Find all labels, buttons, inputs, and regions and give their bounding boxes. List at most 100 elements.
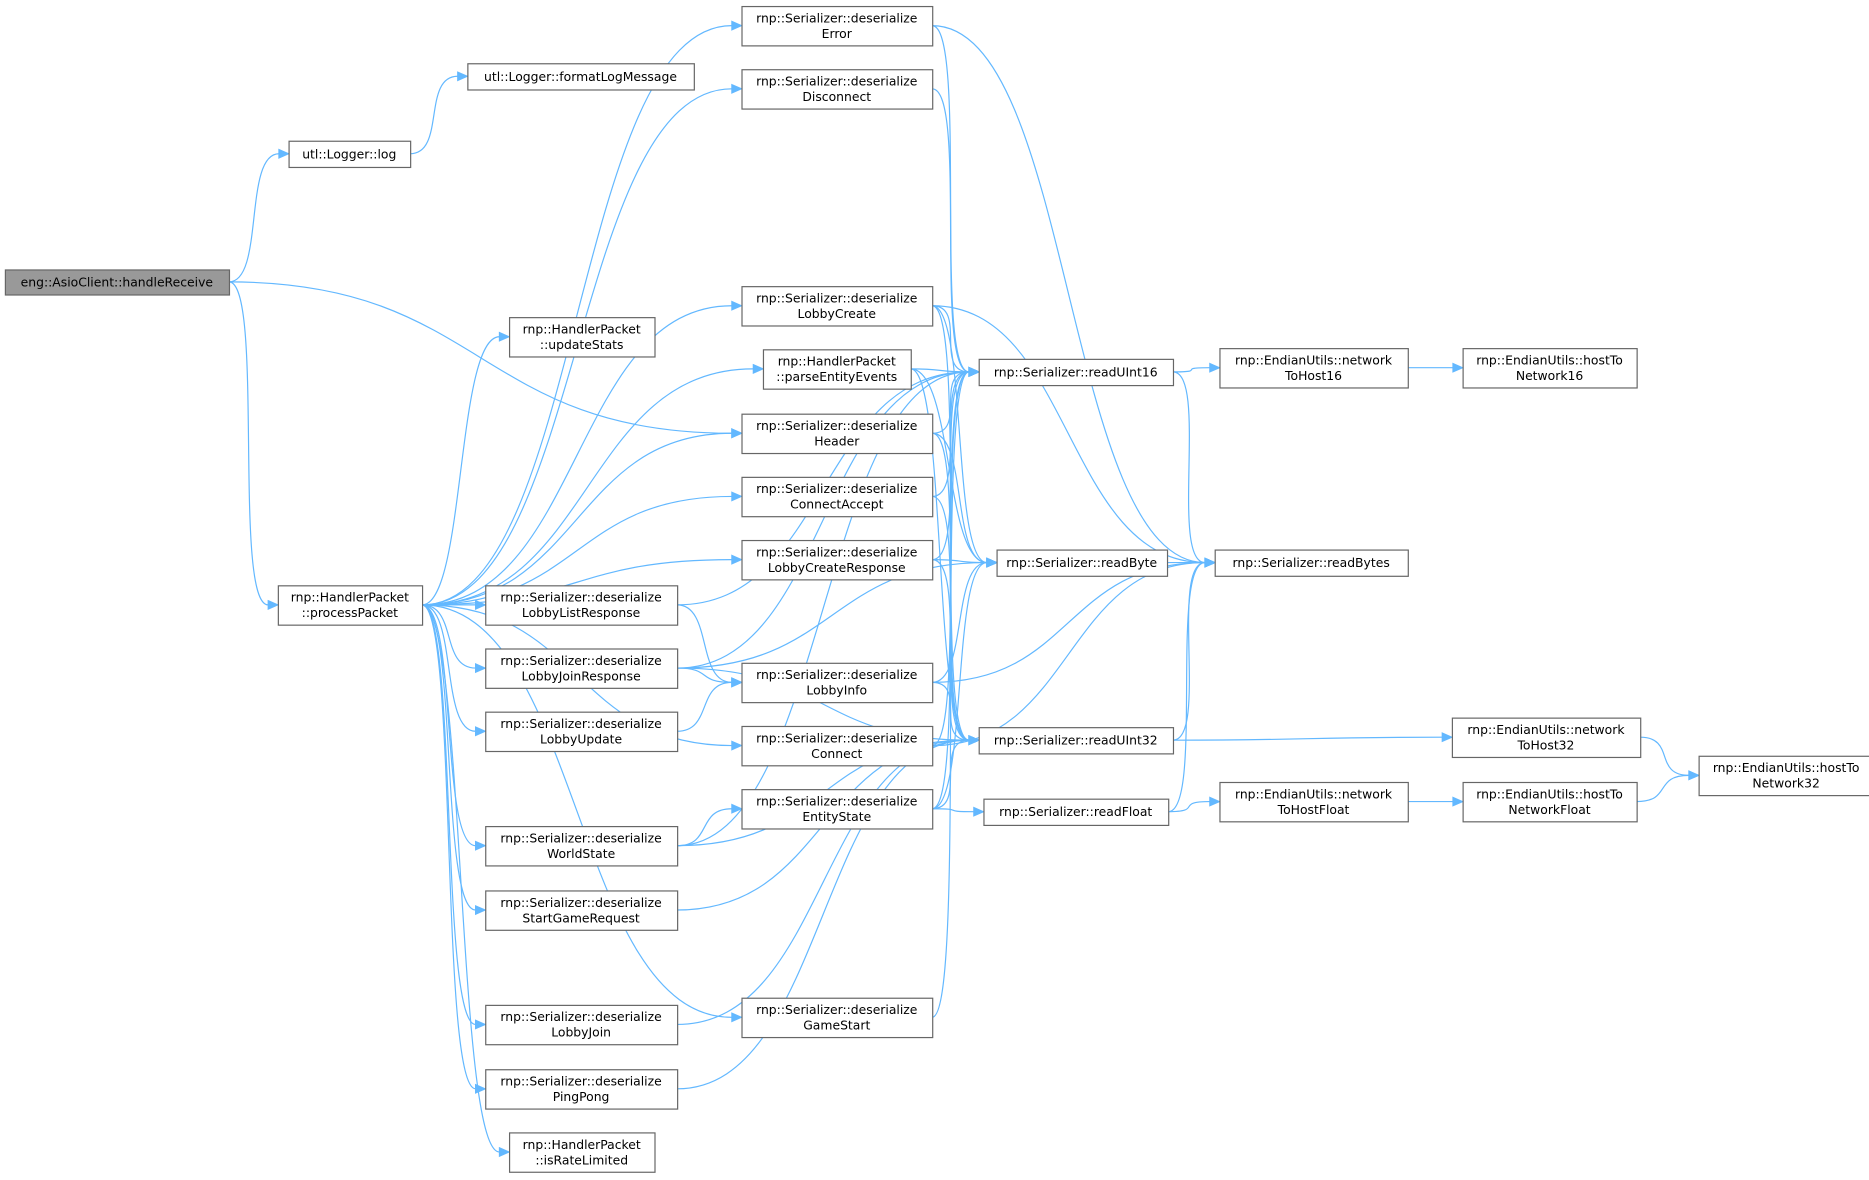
arrowhead-icon: [1452, 796, 1465, 807]
node-label: utl::Logger::formatLogMessage: [484, 69, 677, 84]
node-process-packet[interactable]: rnp::HandlerPacket::processPacket: [277, 585, 424, 626]
edge-d-disconnect-to-read-uint16: [931, 88, 981, 377]
node-label: ConnectAccept: [790, 497, 883, 512]
arrowhead-icon: [1209, 362, 1221, 373]
edge-process-packet-to-d-error: [421, 20, 743, 606]
node-label: WorldState: [547, 846, 615, 861]
arrowhead-icon: [1204, 557, 1217, 568]
node-label: NetworkFloat: [1508, 802, 1590, 817]
node-format-log-message[interactable]: utl::Logger::formatLogMessage: [467, 63, 695, 91]
node-label: LobbyCreate: [798, 306, 876, 321]
node-read-bytes[interactable]: rnp::Serializer::readBytes: [1214, 549, 1409, 577]
node-handle-receive[interactable]: eng::AsioClient::handleReceive: [4, 269, 231, 296]
nodes: eng::AsioClient::handleReceive utl::Logge…: [4, 5, 1869, 1173]
node-update-stats[interactable]: rnp::HandlerPacket::updateStats: [508, 317, 656, 358]
node-is-rate-limited[interactable]: rnp::HandlerPacket::isRateLimited: [508, 1132, 656, 1173]
node-label: Network32: [1752, 776, 1819, 791]
node-label: ::parseEntityEvents: [776, 369, 897, 384]
edge-n2h-float-to-h2n-float: [1407, 796, 1465, 807]
node-label: rnp::Serializer::readUInt16: [994, 364, 1158, 379]
node-label: StartGameRequest: [522, 910, 639, 925]
node-d-connect-accept[interactable]: rnp::Serializer::deserializeConnectAccep…: [741, 476, 934, 518]
node-label: LobbyCreateResponse: [768, 560, 906, 575]
arrowhead-icon: [457, 71, 469, 82]
edge-read-float-to-n2h-float: [1168, 796, 1221, 813]
edge-process-packet-to-update-stats: [421, 331, 511, 606]
node-log[interactable]: utl::Logger::log: [288, 140, 412, 169]
edge-read-uint32-to-n2h32: [1172, 732, 1454, 743]
edge-read-uint16-to-read-bytes: [1172, 371, 1217, 568]
node-read-float[interactable]: rnp::Serializer::readFloat: [983, 798, 1170, 826]
edge-process-packet-to-d-lobby-join: [421, 604, 487, 1030]
edge-d-lobby-create-response-to-read-uint16: [932, 366, 981, 561]
node-parse-entity-events[interactable]: rnp::HandlerPacket::parseEntityEvents: [762, 349, 912, 390]
node-label: rnp::Serializer::deserialize: [756, 1002, 917, 1017]
node-d-lobby-join-response[interactable]: rnp::Serializer::deserializeLobbyJoinRes…: [485, 648, 679, 689]
arrowhead-icon: [475, 1019, 487, 1030]
node-label: LobbyListResponse: [522, 605, 640, 620]
arrowhead-icon: [731, 1012, 743, 1023]
node-label: rnp::Serializer::deserialize: [756, 730, 917, 745]
arrowhead-icon: [1688, 770, 1701, 781]
node-label: LobbyUpdate: [540, 732, 622, 747]
edge-process-packet-to-is-rate-limited: [421, 604, 511, 1158]
arrowhead-icon: [973, 806, 985, 817]
node-label: rnp::Serializer::deserialize: [756, 418, 917, 433]
node-label: ::isRateLimited: [535, 1152, 628, 1167]
arrowhead-icon: [968, 735, 981, 746]
edge-read-uint32-to-read-bytes: [1172, 557, 1217, 741]
node-label: utl::Logger::log: [302, 146, 396, 161]
edge-process-packet-to-parse-entity-events: [421, 363, 765, 606]
arrowhead-icon: [752, 363, 765, 374]
edge-d-game-start-to-read-uint16: [931, 366, 981, 1018]
edge-read-float-to-read-bytes: [1167, 557, 1217, 813]
node-label: ::processPacket: [302, 605, 399, 620]
arrowhead-icon: [1209, 796, 1221, 807]
node-read-uint16[interactable]: rnp::Serializer::readUInt16: [978, 358, 1175, 387]
arrowhead-icon: [731, 300, 743, 311]
arrowhead-icon: [498, 331, 511, 342]
node-d-lobby-list-response[interactable]: rnp::Serializer::deserializeLobbyListRes…: [485, 585, 679, 626]
edge-d-lobby-list-response-to-d-lobby-info: [677, 604, 743, 688]
arrowhead-icon: [731, 803, 743, 814]
edge-d-connect-to-read-bytes: [932, 557, 1217, 747]
node-read-byte[interactable]: rnp::Serializer::readByte: [996, 549, 1169, 577]
node-label: Network16: [1516, 368, 1584, 383]
node-label: rnp::Serializer::readUInt32: [994, 733, 1158, 748]
node-label: rnp::Serializer::deserialize: [500, 1074, 661, 1089]
node-label: rnp::EndianUtils::network: [1235, 786, 1393, 801]
edge-d-entity-state-to-read-byte: [931, 557, 998, 810]
node-label: ::updateStats: [540, 337, 624, 352]
node-label: rnp::Serializer::deserialize: [500, 653, 661, 668]
node-label: rnp::Serializer::deserialize: [756, 291, 917, 306]
node-label: rnp::HandlerPacket: [291, 590, 409, 605]
edge-d-lobby-join-to-read-uint32: [677, 735, 981, 1026]
node-d-lobby-create-response[interactable]: rnp::Serializer::deserializeLobbyCreateR…: [741, 539, 934, 581]
arrowhead-icon: [731, 428, 743, 439]
node-label: rnp::EndianUtils::network: [1467, 722, 1625, 737]
node-d-start-game-request[interactable]: rnp::Serializer::deserializeStartGameReq…: [485, 890, 679, 931]
node-read-uint32[interactable]: rnp::Serializer::readUInt32: [978, 727, 1175, 755]
node-label: ToHostFloat: [1277, 802, 1350, 817]
node-label: rnp::Serializer::deserialize: [756, 74, 917, 89]
arrowhead-icon: [731, 83, 743, 94]
